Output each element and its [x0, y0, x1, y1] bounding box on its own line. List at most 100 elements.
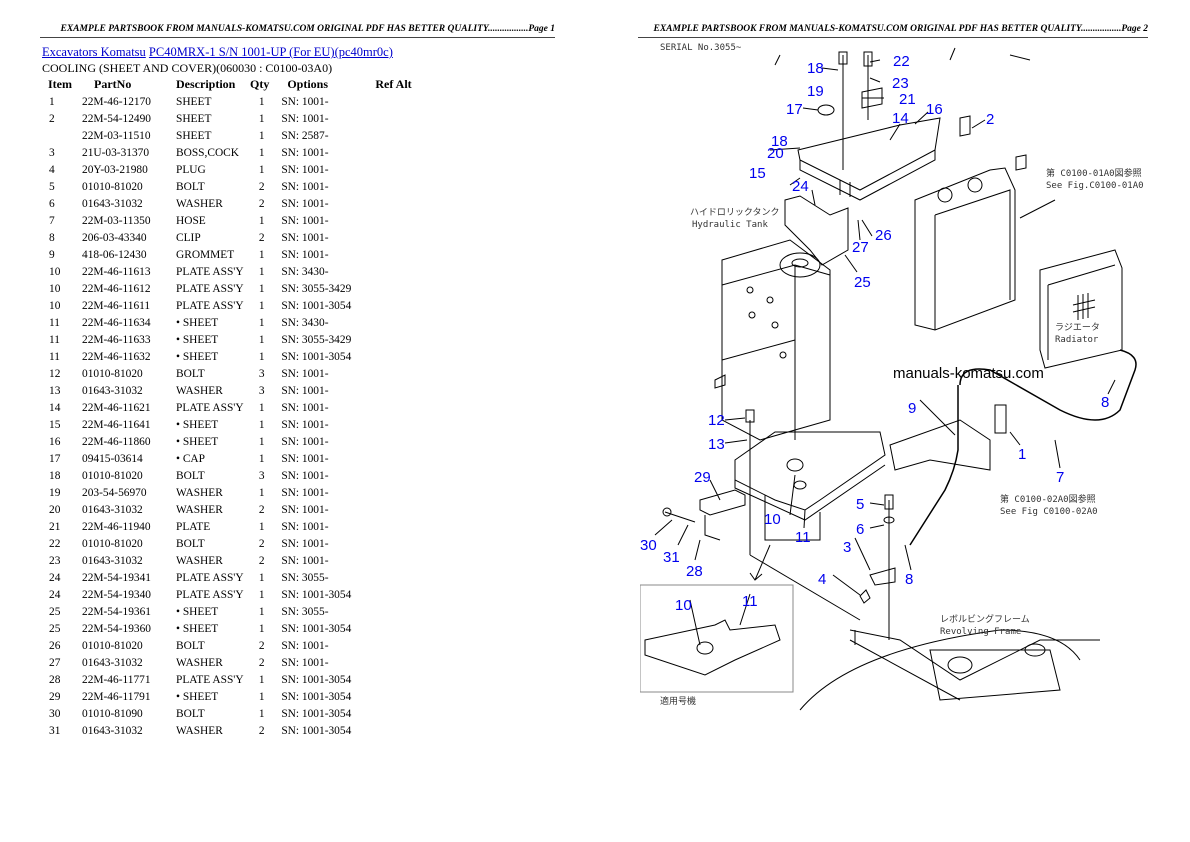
- cell-item: 10: [49, 265, 61, 278]
- callout-20: 20: [767, 145, 784, 162]
- cell-options: SN: 1001-: [281, 469, 329, 482]
- cell-description: BOLT: [176, 180, 205, 193]
- cell-description: SHEET: [176, 95, 212, 108]
- cell-description: • SHEET: [176, 333, 219, 346]
- callout-18: 18: [807, 60, 824, 77]
- cell-partno: 21U-03-31370: [82, 146, 150, 159]
- cell-options: SN: 1001-: [281, 384, 329, 397]
- cell-item: 11: [49, 350, 60, 363]
- cell-item: 13: [49, 384, 61, 397]
- cell-description: WASHER: [176, 503, 223, 516]
- cell-description: WASHER: [176, 384, 223, 397]
- cell-item: 25: [49, 622, 61, 635]
- cell-qty: 1: [258, 265, 265, 278]
- cell-ref-alt: [371, 178, 415, 195]
- diagram-serial-fragment: SERIAL No.3055~: [660, 43, 742, 53]
- note-see-fig2: See Fig C0100-02A0: [1000, 507, 1098, 517]
- cell-qty: 1: [258, 707, 265, 720]
- cell-description: PLATE: [176, 520, 211, 533]
- cell-partno: 01643-31032: [82, 554, 143, 567]
- callout-28: 28: [686, 563, 703, 580]
- cell-ref-alt: [371, 705, 415, 722]
- cell-description: SHEET: [176, 129, 212, 142]
- section-title: COOLING (SHEET AND COVER)(060030 : C0100…: [42, 61, 333, 75]
- cell-qty: 1: [258, 333, 265, 346]
- callout-25: 25: [854, 274, 871, 291]
- cell-qty: 1: [258, 129, 265, 142]
- cell-partno: 20Y-03-21980: [82, 163, 148, 176]
- cell-options: SN: 1001-3054: [281, 350, 352, 363]
- cell-description: PLATE ASS'Y: [176, 673, 244, 686]
- cell-ref-alt: [371, 654, 415, 671]
- cell-ref-alt: [371, 603, 415, 620]
- callout-11: 11: [742, 593, 758, 610]
- cell-options: SN: 1001-3054: [281, 588, 352, 601]
- cell-options: SN: 1001-: [281, 146, 329, 159]
- cell-description: WASHER: [176, 724, 223, 737]
- breadcrumb-model-link[interactable]: PC40MRX-1 S/N 1001-UP (For EU)(pc40mr0c): [148, 45, 393, 59]
- column-header-qty: Qty: [250, 77, 270, 91]
- cell-item: 23: [49, 554, 61, 567]
- cell-qty: 2: [258, 537, 265, 550]
- page-header-1: EXAMPLE PARTSBOOK FROM MANUALS-KOMATSU.C…: [40, 24, 555, 38]
- cell-ref-alt: [371, 110, 415, 127]
- cell-options: SN: 1001-: [281, 554, 329, 567]
- cell-partno: 01643-31032: [82, 384, 143, 397]
- cell-partno: 206-03-43340: [82, 231, 147, 244]
- callout-13: 13: [708, 436, 725, 453]
- watermark: manuals-komatsu.com: [893, 365, 1044, 382]
- cell-qty: 1: [258, 673, 265, 686]
- cell-partno: 22M-46-11611: [82, 299, 151, 312]
- cell-description: • CAP: [176, 452, 205, 465]
- cell-ref-alt: [371, 144, 415, 161]
- cell-description: PLATE ASS'Y: [176, 571, 244, 584]
- cell-options: SN: 1001-3054: [281, 724, 352, 737]
- cell-partno: 01010-81020: [82, 469, 143, 482]
- note-radiator: Radiator: [1055, 335, 1099, 345]
- cell-ref-alt: [371, 671, 415, 688]
- cell-options: SN: 1001-: [281, 520, 329, 533]
- cell-partno: 22M-46-11940: [82, 520, 151, 533]
- cell-description: PLUG: [176, 163, 206, 176]
- cell-qty: 3: [258, 367, 265, 380]
- cell-partno: 22M-46-11641: [82, 418, 151, 431]
- cell-partno: 22M-54-19340: [82, 588, 151, 601]
- note-see-fig1: See Fig.C0100-01A0: [1046, 181, 1144, 191]
- cell-options: SN: 1001-: [281, 401, 329, 414]
- cell-partno: 22M-46-11613: [82, 265, 151, 278]
- cell-item: 19: [49, 486, 61, 499]
- cell-ref-alt: [371, 569, 415, 586]
- cell-options: SN: 1001-: [281, 112, 329, 125]
- cell-description: BOLT: [176, 639, 205, 652]
- cell-ref-alt: [371, 161, 415, 178]
- callout-31: 31: [663, 549, 680, 566]
- cell-item: 30: [49, 707, 61, 720]
- cell-item: 12: [49, 367, 61, 380]
- cell-qty: 2: [258, 656, 265, 669]
- cell-ref-alt: [371, 501, 415, 518]
- cell-options: SN: 3055-: [281, 571, 329, 584]
- callout-15: 15: [749, 165, 766, 182]
- page-header-2: EXAMPLE PARTSBOOK FROM MANUALS-KOMATSU.C…: [638, 24, 1148, 38]
- cell-description: SHEET: [176, 112, 212, 125]
- cell-qty: 1: [258, 588, 265, 601]
- callout-4: 4: [818, 571, 826, 588]
- cell-options: SN: 3430-: [281, 265, 329, 278]
- cell-options: SN: 1001-: [281, 639, 329, 652]
- cell-description: • SHEET: [176, 690, 219, 703]
- cell-ref-alt: [371, 195, 415, 212]
- cell-description: • SHEET: [176, 350, 219, 363]
- breadcrumb-category-link[interactable]: Excavators Komatsu: [42, 45, 146, 59]
- cell-options: SN: 1001-: [281, 180, 329, 193]
- cell-ref-alt: [371, 314, 415, 331]
